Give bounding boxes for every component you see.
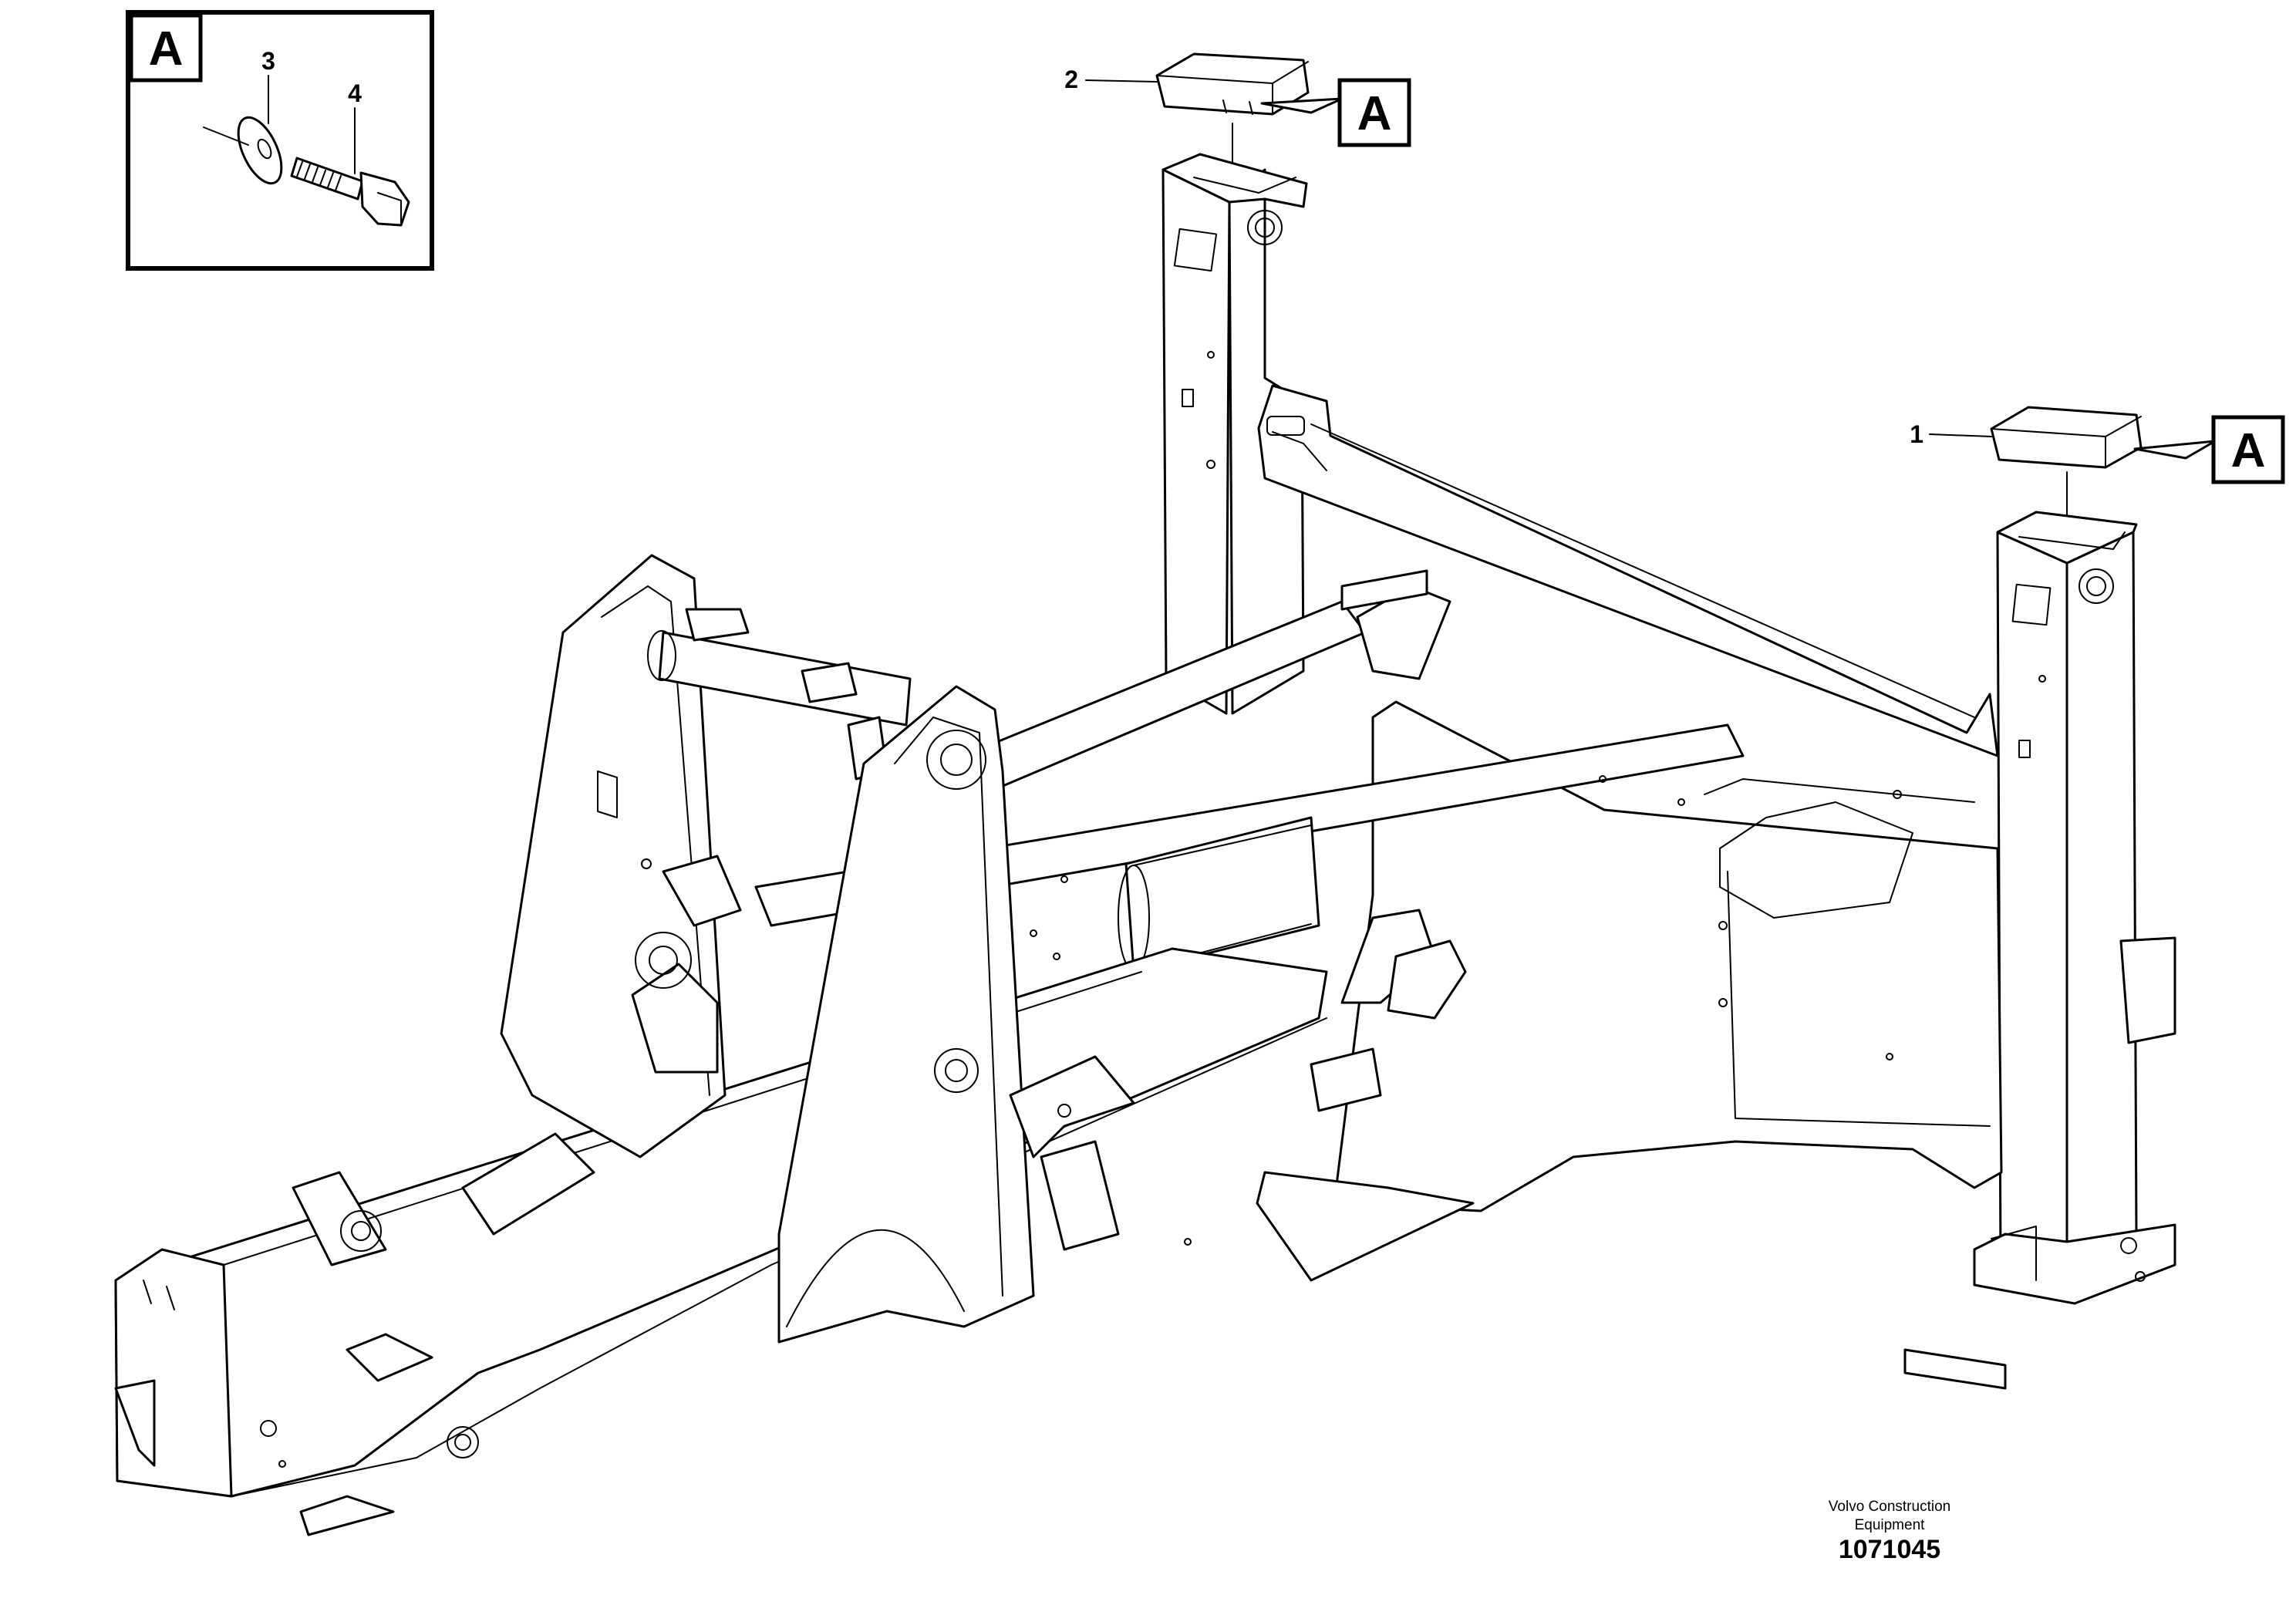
loader-front-frame xyxy=(114,153,2176,1536)
callout-3: 3 xyxy=(261,47,275,75)
arrow-to-a-top xyxy=(1260,97,1344,114)
leader-1 xyxy=(1929,433,1992,437)
inset-detail-a: A 3 4 xyxy=(126,10,434,271)
leader-2 xyxy=(1085,79,1158,83)
right-tower xyxy=(777,685,1135,1344)
callout-4: 4 xyxy=(348,79,362,107)
upper-shaft xyxy=(647,608,912,781)
left-tower xyxy=(500,554,742,1158)
cover-cap-1 xyxy=(1990,406,2143,469)
arrow-to-a-right xyxy=(2133,440,2217,460)
cap-assembly-left: 2 A xyxy=(1064,52,1411,195)
inset-label: A xyxy=(149,22,184,76)
view-ref-a-top xyxy=(1337,78,1411,147)
view-ref-a-right xyxy=(2211,415,2285,484)
inset-label-box xyxy=(129,13,203,83)
company-line-2: Equipment xyxy=(1854,1517,1925,1533)
callout-1: 1 xyxy=(1910,420,1923,448)
washer-icon xyxy=(203,116,283,185)
bolt-icon xyxy=(290,157,410,227)
brackets xyxy=(1060,569,2007,1390)
view-ref-a-top-label: A xyxy=(1357,87,1392,140)
top-cross-beam xyxy=(1257,384,1999,757)
cover-cap-2 xyxy=(1155,52,1310,116)
company-name: Volvo Construction Equipment xyxy=(1766,1498,2013,1535)
right-post xyxy=(1973,511,2176,1305)
document-number: 1071045 xyxy=(1838,1535,1941,1564)
view-ref-a-right-label: A xyxy=(2231,424,2266,477)
company-line-1: Volvo Construction xyxy=(1828,1499,1951,1515)
front-lower-frame xyxy=(114,947,1328,1536)
cap-assembly-right: 1 A xyxy=(1910,406,2285,533)
callout-2: 2 xyxy=(1064,66,1078,93)
right-side-rail xyxy=(1333,700,2176,1212)
rear-block xyxy=(2119,936,2176,1044)
